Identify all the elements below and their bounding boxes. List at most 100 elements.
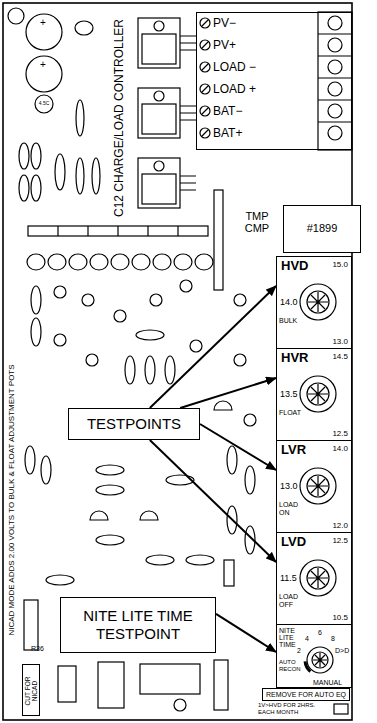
part-value: 4.5C [36,101,52,107]
board-outline [3,3,352,720]
scale-value: 12.5 [332,429,348,438]
transistor-symbol [140,511,158,520]
part-number: #1899 [284,222,360,235]
terminal-hole [328,104,342,118]
callout-arrow [180,378,276,408]
component-pad [244,414,256,426]
resistor-symbol [41,456,51,484]
scale-value: D>D [335,647,349,655]
pot-name: HVR [281,351,308,366]
mode-label: FLOAT [279,409,303,417]
resistor-symbol [145,356,155,384]
diode-symbol [92,158,100,194]
regulator-body [142,174,176,204]
selector-name: NITE LITE TIME [279,627,299,648]
diode-symbol [76,100,84,136]
component-pad [234,294,246,306]
capacitor-symbol [26,14,62,50]
mode-label: LOAD OFF [279,593,303,609]
resistor-symbol [165,356,175,384]
potentiometer-knob [300,468,336,504]
terminal-label: PV+ [213,39,236,53]
diode-symbol [76,158,84,194]
capacitor-symbol [75,21,93,35]
transistor-symbol [90,511,108,520]
scale-value: 14.0 [280,297,298,307]
potentiometer-knob [300,284,336,320]
terminal-hole [328,38,342,52]
scale-value: 2 [297,647,301,655]
capacitor-symbol [195,254,213,270]
jumper-symbol [334,704,348,714]
callout-arrow [216,614,276,652]
resistor-network [28,226,208,236]
resistor-symbol [186,555,214,565]
regulator-tab [138,18,180,68]
auto-recon-arc [305,661,310,671]
resistor-symbol [31,143,41,169]
mode-label: BULK [279,317,303,325]
regulator-pins [180,106,196,120]
resistor-symbol [96,485,124,495]
regulator-hole [154,91,164,101]
component-pad [82,294,94,306]
component-pad [190,340,202,352]
resistor-symbol [146,555,174,565]
component-outline [58,666,76,702]
terminal-hole [328,126,342,140]
component-pad [114,310,126,322]
polarity-mark: + [40,59,46,70]
capacitor-symbol [90,254,108,270]
terminal-hole [328,16,342,30]
component-pad [180,280,192,292]
scale-value: 13.0 [280,481,298,491]
selector-panel: NITE LITE TIME2468D>DAUTO RECONMANUAL [276,624,352,688]
resistor-symbol [19,143,29,169]
mode-label: AUTO RECON [279,659,305,673]
scale-value: 14.5 [332,352,348,361]
capacitor-symbol [27,254,45,270]
resistor-symbol [227,446,237,474]
resistor-symbol [96,535,124,545]
callout-arrow [200,424,276,470]
pot-panel: LVD 12.5 11.5LOAD OFF 10.5 [276,532,352,625]
callout-text: NITE LITE TIME TESTPOINT [68,607,208,643]
pot-name: LVR [281,443,306,458]
scale-value: 13.5 [280,389,298,399]
regulator-body [142,34,176,64]
component-outline [24,600,38,650]
terminal-socket [318,34,352,122]
selector-slot [313,653,327,667]
ic-outline [98,662,124,708]
pot-name: LVD [281,535,306,550]
terminal-label: LOAD + [213,83,256,97]
regulator-tab [138,88,180,138]
pot-name: HVD [281,259,308,274]
mounting-hole [8,8,24,24]
scale-value: 10.5 [332,613,348,622]
capacitor-symbol [69,254,87,270]
capacitor-symbol [153,254,171,270]
scale-value: 15.0 [332,260,348,269]
resistor-symbol [55,154,65,190]
scale-value: 14.0 [332,444,348,453]
regulator-pins [180,176,196,190]
regulator-hole [154,161,164,171]
board-note: 1V>HVD FOR 2HRS. EACH MONTH [258,702,330,715]
mode-label: LOAD ON [279,501,303,517]
terminal-label: BAT+ [213,127,242,141]
resistor-symbol [31,175,41,201]
resistor-network [58,226,178,236]
scale-value: 13.0 [332,337,348,346]
component-pad [234,354,246,366]
resistor-symbol [25,446,35,474]
capacitor-symbol [111,254,129,270]
potentiometer-slot [308,292,328,312]
scale-value: 12.5 [332,536,348,545]
component-outline [214,190,223,290]
resistor-symbol [96,465,124,475]
part-name: R36 [31,645,44,653]
scale-value: 11.5 [280,573,297,583]
terminal-label: LOAD − [213,61,256,75]
sensor-box: TMP CMP#1899 [283,205,361,253]
